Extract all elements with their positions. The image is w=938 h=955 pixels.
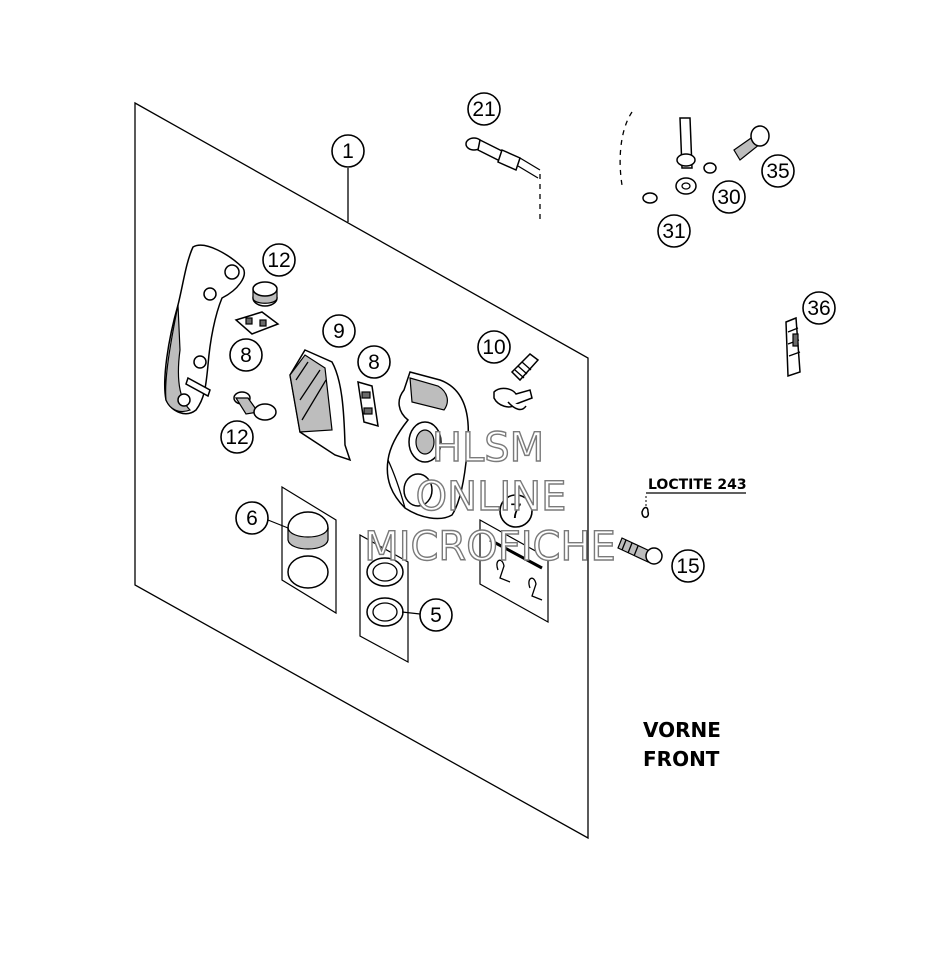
- banjo-fitting-icon: [465, 137, 541, 224]
- assembly-panel: [134, 101, 589, 840]
- callout-12-upper: 12: [262, 243, 296, 277]
- callout-31: 31: [657, 214, 691, 248]
- svg-text:8: 8: [368, 351, 380, 374]
- caliper-bracket-icon: [164, 244, 245, 415]
- callout-5: 5: [419, 598, 453, 632]
- dust-seals-box: [281, 485, 337, 615]
- callout-21: 21: [467, 92, 501, 126]
- svg-text:31: 31: [662, 220, 685, 243]
- pad-spring-left-icon: [234, 311, 280, 335]
- callout-30: 30: [712, 180, 746, 214]
- watermark-line-1: HLSM: [432, 425, 544, 471]
- callout-35: 35: [761, 154, 795, 188]
- bleeder-cap-icon: [785, 316, 801, 378]
- svg-text:30: 30: [717, 186, 740, 209]
- loctite-label: LOCTITE 243: [648, 477, 747, 493]
- leader-6: [267, 519, 289, 529]
- svg-text:7: 7: [510, 500, 522, 523]
- svg-text:1: 1: [342, 140, 354, 163]
- svg-text:15: 15: [676, 555, 699, 578]
- front-label: FRONT: [643, 747, 720, 771]
- caliper-body-icon: [386, 371, 470, 520]
- leader-5: [401, 611, 421, 615]
- svg-text:8: 8: [240, 344, 252, 367]
- watermark-line-3: MICROFICHE: [364, 524, 616, 570]
- watermark-line-2: ONLINE: [416, 474, 567, 520]
- bleeder-screw-icon: [493, 353, 540, 411]
- svg-text:12: 12: [225, 426, 248, 449]
- caliper-screw-icon: [617, 506, 663, 565]
- callout-36: 36: [802, 291, 836, 325]
- callout-8-left: 8: [229, 338, 263, 372]
- svg-text:9: 9: [333, 320, 345, 343]
- piston-seals-box: [359, 533, 409, 664]
- callout-15: 15: [671, 549, 705, 583]
- callout-1: 1: [331, 134, 365, 168]
- callout-6: 6: [235, 501, 269, 535]
- bushing-upper-icon: [252, 281, 278, 307]
- svg-text:10: 10: [482, 336, 505, 359]
- svg-text:21: 21: [472, 98, 495, 121]
- callout-8-middle: 8: [357, 345, 391, 379]
- pin-kit-box: [479, 518, 549, 624]
- svg-text:36: 36: [807, 297, 830, 320]
- svg-text:6: 6: [246, 507, 258, 530]
- svg-text:12: 12: [267, 249, 290, 272]
- callout-9: 9: [322, 314, 356, 348]
- vorne-label: VORNE: [643, 718, 721, 742]
- callout-7: 7: [499, 494, 533, 528]
- svg-text:5: 5: [430, 604, 442, 627]
- svg-text:35: 35: [766, 160, 789, 183]
- guide-bolt-icon: [233, 391, 277, 421]
- brake-hose-banjo-icon: [619, 111, 770, 204]
- brake-pad-icon: [289, 349, 352, 462]
- pad-spring-right-icon: [357, 380, 379, 428]
- callout-12-lower: 12: [220, 420, 254, 454]
- callout-10: 10: [477, 330, 511, 364]
